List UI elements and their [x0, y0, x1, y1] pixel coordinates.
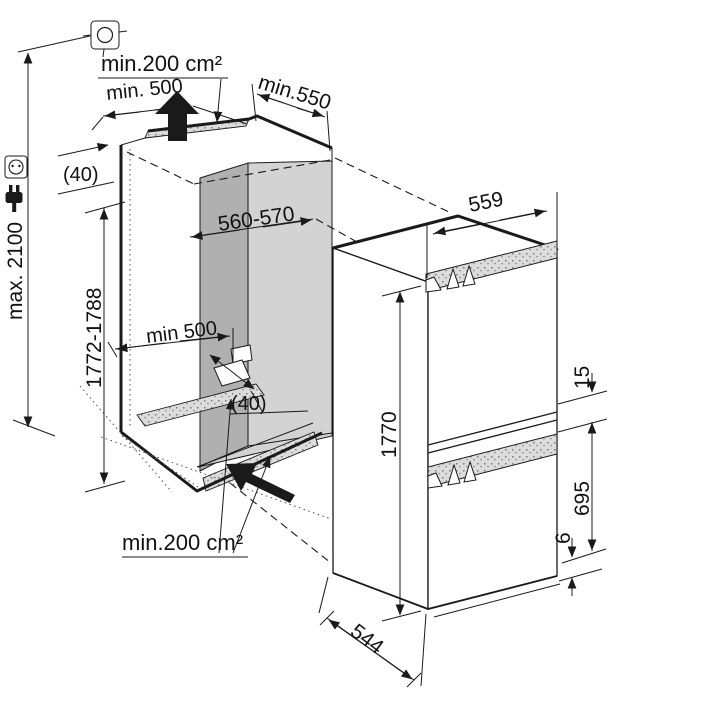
projection-line-width: [315, 218, 358, 243]
offset-label: (40): [63, 164, 99, 186]
dim-label: 1772-1788: [83, 288, 106, 388]
dim-label: 1770: [378, 411, 401, 458]
groove-notch: [425, 276, 442, 293]
upper-door-bottom-edge: [427, 411, 558, 446]
dim-label: 15: [571, 366, 594, 389]
floor-front-edge: [196, 422, 314, 468]
lower-door-handle-groove: [427, 433, 558, 489]
offset-label: (40): [231, 393, 267, 415]
dim-appliance-height: 1770: [378, 285, 422, 622]
construction-line: [79, 385, 173, 493]
floor-vent-channel: [136, 383, 265, 427]
dim-top-gap: 15: [557, 366, 608, 405]
dim-label: 6: [552, 532, 575, 544]
vent-area-label: min.200 cm²: [101, 51, 222, 76]
appliance: [330, 214, 561, 618]
dim-label: 544: [346, 620, 388, 660]
groove-notch: [463, 460, 477, 483]
appliance-bottom-edges: [332, 572, 558, 610]
dim-niche-depth: min.550: [251, 71, 334, 152]
groove-notch: [462, 264, 476, 287]
niche-hidden-top-edge: [126, 151, 195, 185]
dim-lower-door-height: 695: [557, 418, 608, 564]
dim-label: max. 2100: [4, 222, 27, 320]
dim-label: min.550: [256, 71, 334, 115]
niche-hidden-top-edge2: [193, 159, 331, 185]
vent-area-label: min.200 cm²: [122, 530, 243, 555]
projection-line-bottom: [229, 482, 332, 564]
power-socket-icon: [4, 155, 28, 179]
junction-box-leader: [17, 35, 91, 53]
groove-notch: [447, 463, 461, 486]
vent-marker-floor: [213, 359, 251, 387]
label-top-vent-area: min.200 cm²: [98, 51, 228, 123]
projection-line-top: [334, 157, 452, 214]
junction-box-icon: [17, 20, 128, 58]
niche-cabinet: [79, 114, 333, 520]
label-bottom-vent-area: min.200 cm²: [122, 398, 271, 558]
groove-band: [427, 433, 558, 488]
construction-line: [100, 436, 332, 520]
groove-notch: [446, 267, 460, 290]
dim-socket-max-height: max. 2100: [4, 52, 56, 437]
niche-bottom-outer-edge: [120, 430, 323, 493]
dim-label: 695: [571, 481, 594, 516]
construction-line: [121, 435, 202, 490]
appliance-base-line: [433, 583, 561, 618]
dim-niche-height: 1772-1788: [83, 201, 126, 493]
vent-marker-wall: [230, 344, 253, 365]
groove-notch: [427, 472, 443, 489]
label-recess-offset-top: (40): [57, 142, 115, 195]
label-recess-offset-bottom: (40): [209, 354, 309, 415]
upper-door-handle-groove: [425, 240, 558, 293]
lower-door-top-edge: [427, 419, 558, 454]
dim-label: 559: [467, 188, 506, 217]
niche-top-left-edge: [120, 137, 146, 146]
niche-top-outer-edge: [147, 114, 333, 150]
appliance-top-back-edges: [332, 214, 558, 251]
dim-bottom-gap: 6: [552, 532, 603, 596]
power-plug-icon: [5, 185, 23, 212]
